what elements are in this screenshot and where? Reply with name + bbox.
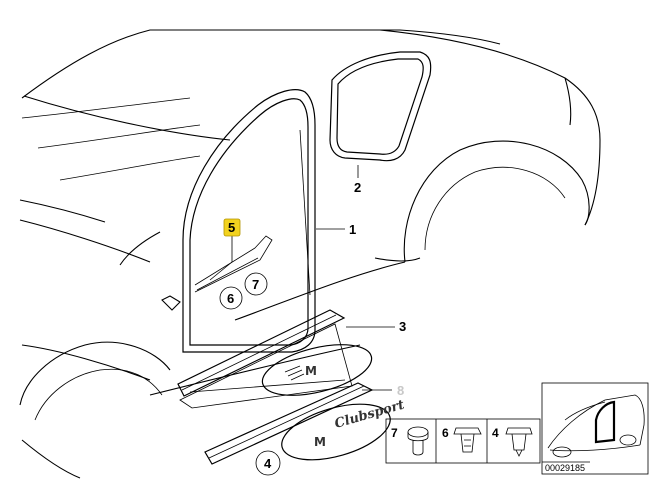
m-badge-small-text: M (314, 435, 326, 449)
leader-lines (209, 165, 395, 391)
callout-4: 4 (264, 456, 272, 471)
fastener-label-6: 6 (442, 426, 449, 440)
callout-4-circle (255, 450, 281, 476)
trim-clip-icon (453, 427, 482, 453)
m-badge-text: M (305, 364, 317, 378)
inset-door-seal-highlight (594, 400, 616, 444)
callout-7-circle (244, 272, 268, 296)
inset-thumbnail: 00029185 (541, 382, 649, 475)
callout-6-circle (219, 286, 243, 310)
trim-strip-part-5 (194, 235, 273, 293)
inset-reference-code: 00029185 (545, 463, 585, 473)
callout-6: 6 (227, 291, 234, 306)
door-sill-plate-upper (177, 309, 353, 409)
callout-5: 5 (228, 220, 235, 235)
push-clip-icon (407, 426, 429, 456)
fasteners-panel: 7 6 4 (385, 418, 541, 464)
callout-5-highlight (223, 218, 241, 237)
expansion-clip-icon (505, 427, 533, 457)
callout-3: 3 (399, 319, 406, 334)
front-door-seal (182, 89, 316, 353)
callout-7: 7 (252, 277, 259, 292)
callout-1: 1 (349, 222, 356, 237)
fastener-label-7: 7 (391, 426, 398, 440)
callout-2: 2 (354, 180, 361, 195)
rear-window-seal (329, 51, 432, 162)
callout-8: 8 (397, 383, 404, 398)
m-sill-badge: M (261, 344, 373, 396)
fastener-label-4: 4 (492, 426, 499, 440)
